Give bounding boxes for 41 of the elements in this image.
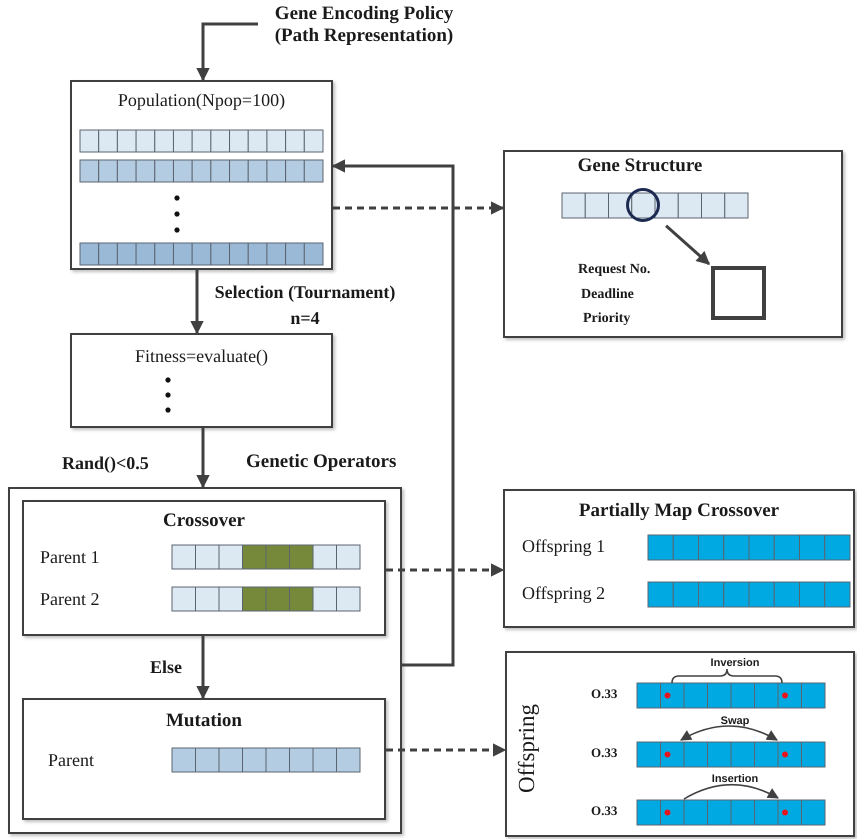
process-box	[70, 333, 333, 428]
process-box	[503, 150, 843, 338]
row-label: Offspring 1	[522, 536, 606, 557]
arrow	[196, 428, 210, 488]
box-title: Mutation	[165, 710, 243, 732]
arrow	[190, 270, 204, 334]
arrow	[196, 636, 210, 700]
probability-label: O.33	[591, 745, 618, 761]
process-box	[22, 698, 386, 820]
field-label: Deadline	[581, 287, 634, 303]
dashed-arrow	[386, 743, 506, 757]
dashed-arrow	[386, 563, 504, 577]
dashed-arrow	[333, 201, 504, 215]
row-label: Offspring 2	[522, 583, 606, 604]
heading-text: Gene Encoding Policy (Path Representation)	[258, 3, 470, 51]
highlight-circle	[626, 188, 660, 222]
field-label: Request No.	[578, 262, 650, 278]
row-label: Parent 2	[40, 589, 100, 610]
process-box	[70, 80, 333, 270]
process-box	[22, 500, 386, 636]
row-label: Parent 1	[40, 547, 100, 568]
operator-label: Inversion	[710, 657, 760, 669]
box-title: Fitness=evaluate()	[134, 346, 270, 367]
probability-label: O.33	[591, 803, 618, 819]
arrow	[196, 22, 258, 82]
box-title: Gene Structure	[576, 155, 704, 177]
arrow	[665, 224, 710, 266]
box-title: Crossover	[162, 510, 246, 532]
side-title: Offspring	[514, 704, 540, 793]
gene-detail-box	[711, 266, 766, 320]
operator-label: Swap	[720, 715, 750, 727]
row-label: Parent	[48, 750, 94, 771]
arrow	[332, 159, 454, 666]
box-title: Partially Map Crossover	[578, 500, 780, 522]
process-box	[505, 651, 855, 837]
probability-label: O.33	[591, 686, 618, 702]
field-label: Priority	[583, 311, 630, 327]
group-title: Genetic Operators	[246, 451, 398, 473]
box-title: Population(Npop=100)	[116, 90, 286, 111]
operator-label: Insertion	[710, 773, 760, 785]
process-box	[503, 489, 855, 628]
